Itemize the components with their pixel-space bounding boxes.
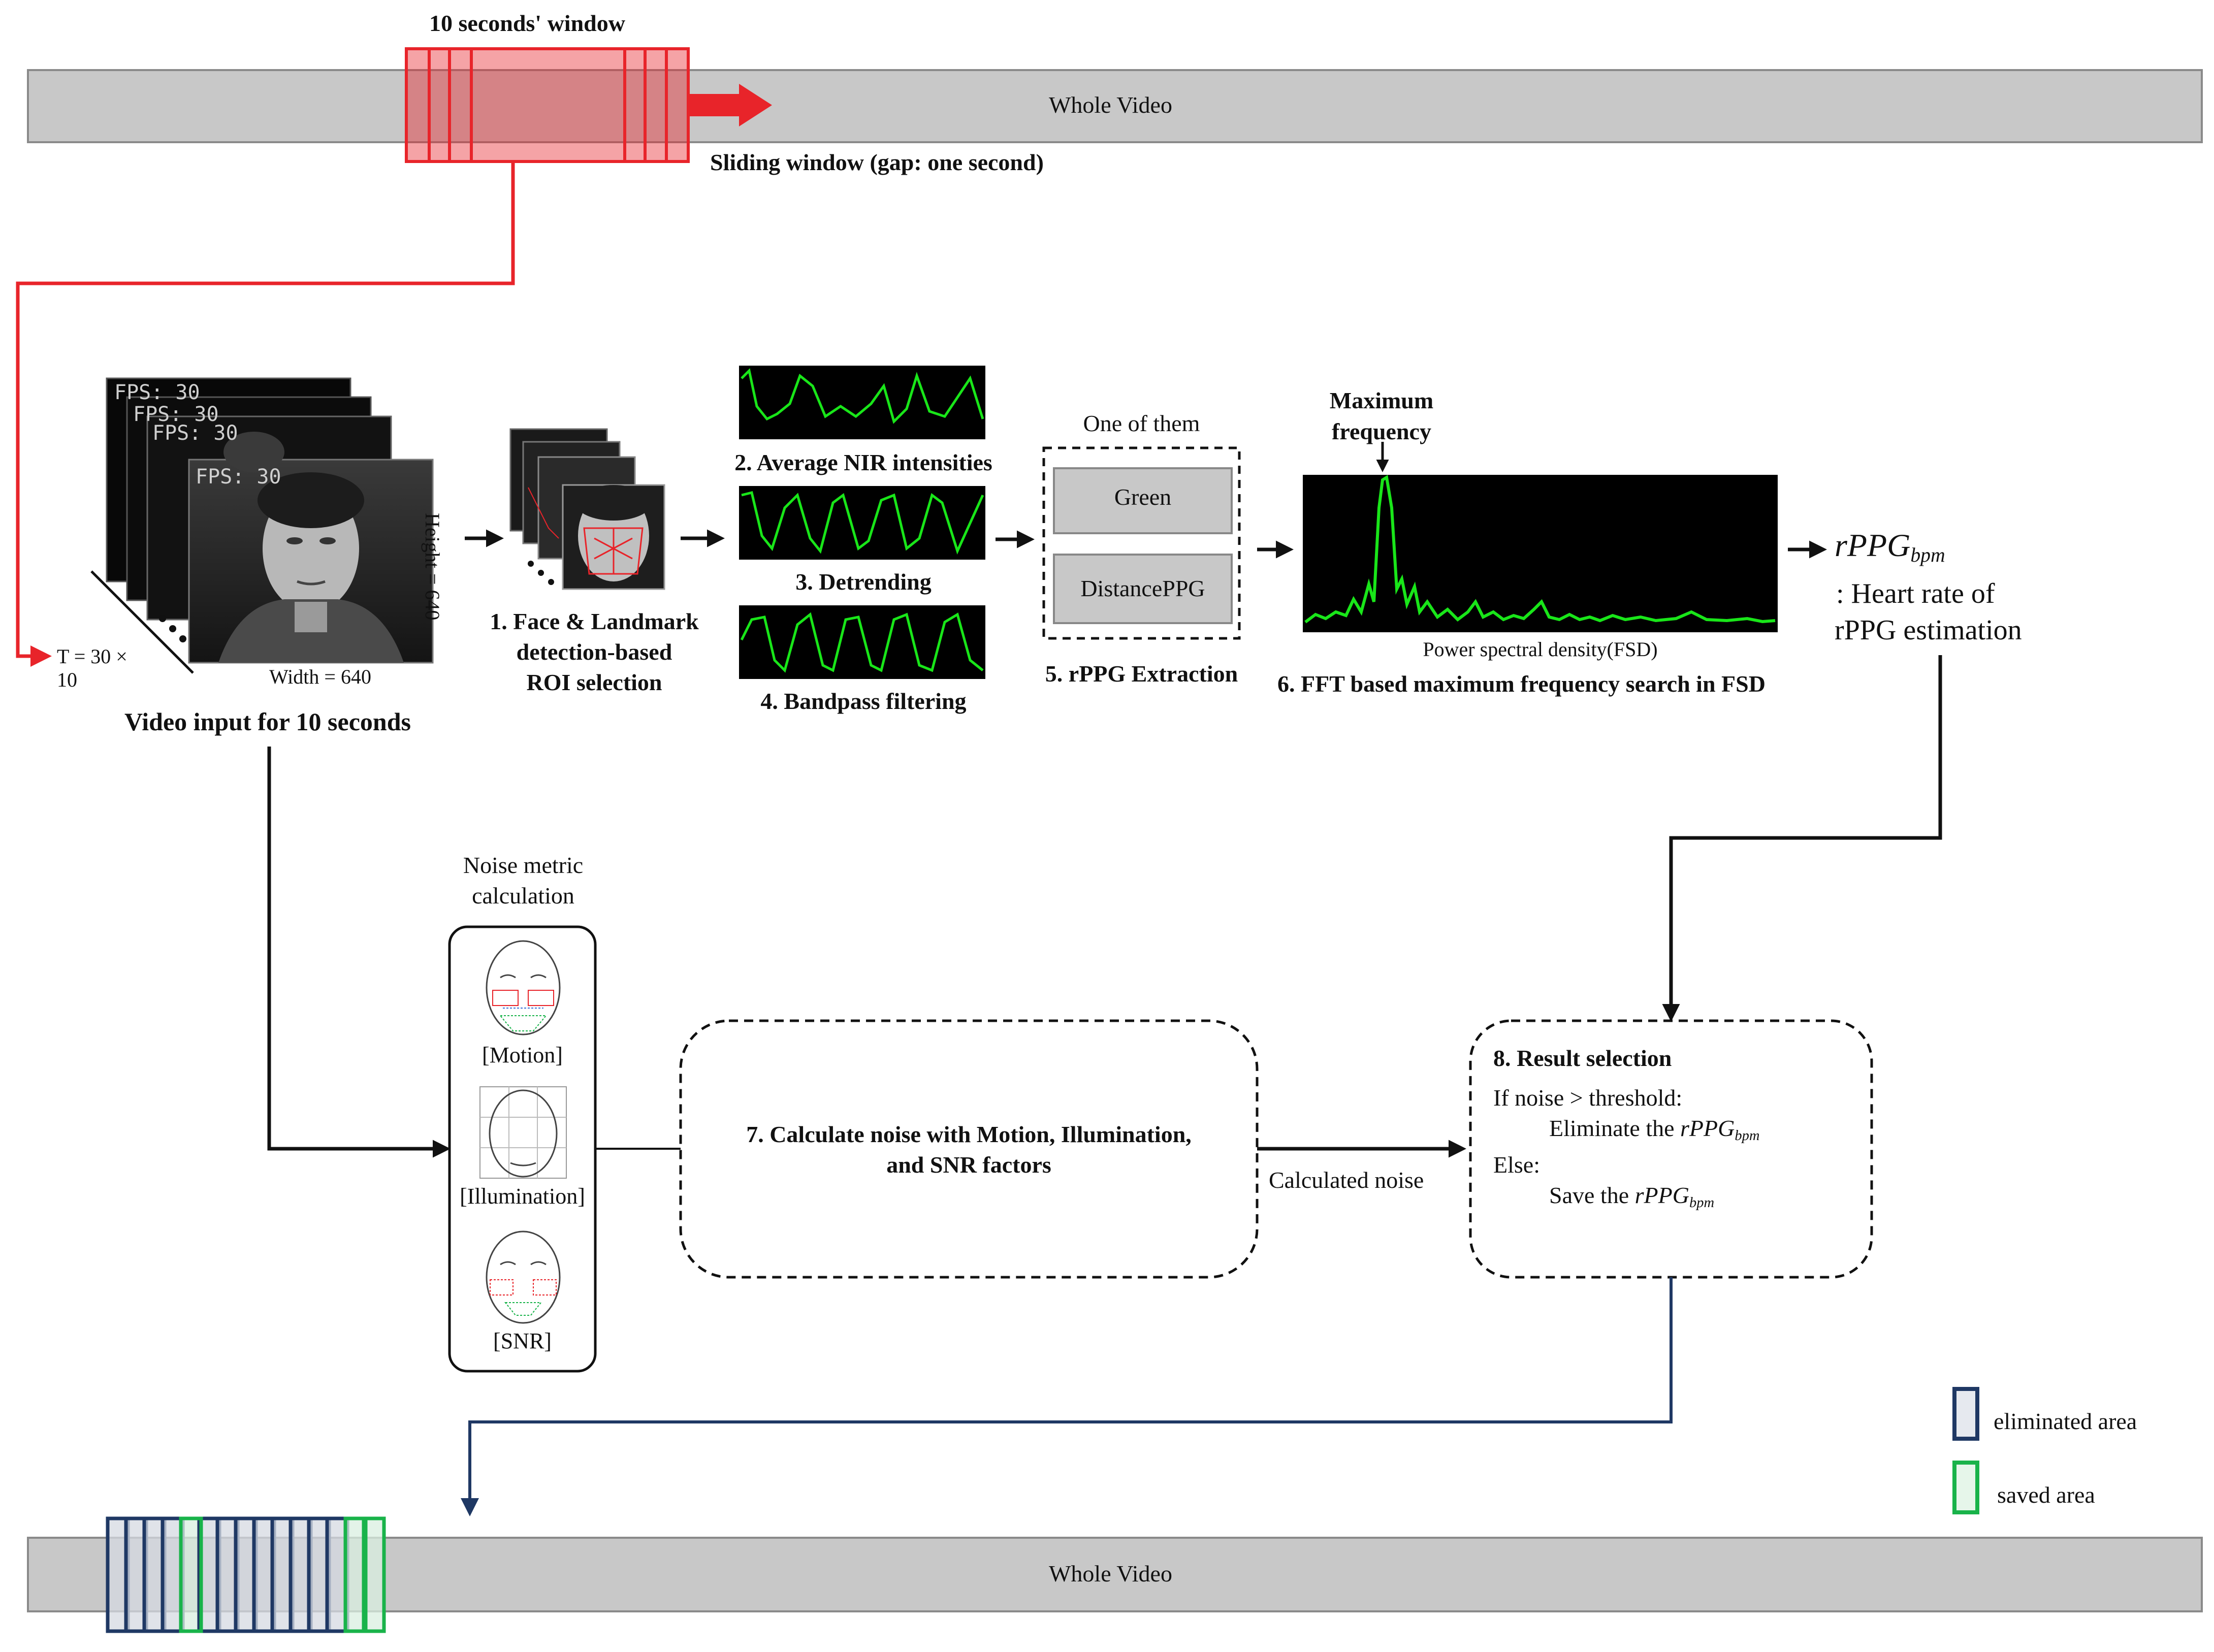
fps-label-2: FPS: 30: [133, 403, 219, 426]
bottom-bar-label: Whole Video: [1049, 1561, 1172, 1586]
height-label: Height = 640: [421, 513, 444, 621]
noise-calc-dashed-box: [679, 1019, 1259, 1279]
bottom-window-strip: [106, 1516, 386, 1633]
output-desc-1: : Heart rate of: [1836, 578, 1995, 609]
peak-label-2: frequency: [1332, 418, 1431, 444]
illumination-face-sketch: [479, 1086, 567, 1179]
result-to-bottom-line: [461, 1277, 1673, 1516]
legend-eliminated-swatch: [1952, 1387, 1979, 1441]
output-desc-2: rPPG estimation: [1835, 614, 2022, 646]
fft-axis-label: Power spectral density(FSD): [1423, 638, 1658, 661]
sliding-window: [405, 47, 690, 163]
result-eliminate: Eliminate the rPPGbpm: [1549, 1115, 1760, 1144]
fps-label-4: FPS: 30: [196, 465, 281, 489]
time-label-2: 10: [57, 668, 77, 691]
sliding-direction-arrow: [688, 84, 772, 126]
time-label-1: T = 30 ×: [57, 645, 127, 668]
roi-caption-2: detection-based: [516, 639, 672, 665]
snr-face-sketch: [486, 1230, 561, 1324]
extraction-header: One of them: [1083, 410, 1200, 436]
fft-spectrum-panel: [1303, 475, 1778, 632]
average-caption: 2. Average NIR intensities: [734, 449, 992, 475]
output-symbol: rPPGbpm: [1835, 527, 1945, 567]
peak-label-1: Maximum: [1329, 387, 1434, 413]
result-else: Else:: [1493, 1152, 1540, 1178]
extraction-dashed-box: [1042, 446, 1241, 640]
noise-calc-line-1: 7. Calculate noise with Motion, Illumina…: [746, 1121, 1192, 1147]
motion-label: [Motion]: [482, 1043, 563, 1067]
noise-metric-header-1: Noise metric: [463, 852, 584, 878]
green-option-box: [1053, 467, 1233, 534]
legend-saved-swatch: [1952, 1461, 1979, 1514]
top-bar-label: Whole Video: [1049, 92, 1172, 118]
fps-label-3: FPS: 30: [152, 422, 238, 445]
roi-frame-stack: [509, 428, 665, 590]
legend-eliminated-label: eliminated area: [1994, 1408, 2137, 1434]
saved-window-outline-4: [179, 1516, 203, 1633]
fps-label-1: FPS: 30: [114, 381, 200, 404]
red-flow-line: [16, 161, 515, 667]
sliding-caption: Sliding window (gap: one second): [710, 149, 1044, 175]
bottom-whole-video-bar: [27, 1537, 2203, 1612]
result-save: Save the rPPGbpm: [1549, 1182, 1715, 1211]
legend-saved-label: saved area: [1997, 1482, 2095, 1508]
saved-window-outline-13: [343, 1516, 368, 1633]
fft-caption: 6. FFT based maximum frequency search in…: [1277, 671, 1766, 697]
extraction-caption: 5. rPPG Extraction: [1045, 661, 1238, 687]
window-caption: 10 seconds' window: [429, 10, 625, 36]
saved-window-outline-14: [362, 1516, 386, 1633]
result-title: 8. Result selection: [1493, 1045, 1672, 1071]
bandpass-caption: 4. Bandpass filtering: [760, 688, 967, 714]
distanceppg-option-label: DistancePPG: [1080, 575, 1205, 601]
input-to-noise-line: [267, 747, 451, 1158]
calculated-noise-label: Calculated noise: [1269, 1167, 1424, 1193]
noise-calc-line-2: and SNR factors: [886, 1152, 1051, 1178]
result-condition: If noise > threshold:: [1493, 1085, 1683, 1111]
signal-panel-average: [739, 366, 985, 439]
width-label: Width = 640: [269, 665, 371, 688]
noise-metric-header-2: calculation: [472, 883, 574, 909]
signal-panel-bandpass: [739, 605, 985, 679]
distanceppg-option-box: [1053, 554, 1233, 624]
roi-caption-3: ROI selection: [526, 669, 662, 695]
detrend-caption: 3. Detrending: [795, 569, 932, 595]
illumination-label: [Illumination]: [460, 1184, 585, 1209]
signal-panel-detrend: [739, 486, 985, 560]
top-whole-video-bar: [27, 69, 2203, 143]
video-input-caption: Video input for 10 seconds: [124, 707, 411, 736]
output-to-result-line: [1662, 655, 1942, 1022]
video-frame-stack: [90, 377, 434, 674]
motion-face-sketch: [486, 940, 561, 1035]
roi-caption-1: 1. Face & Landmark: [490, 608, 699, 634]
snr-label: [SNR]: [493, 1329, 552, 1353]
green-option-label: Green: [1114, 484, 1172, 510]
